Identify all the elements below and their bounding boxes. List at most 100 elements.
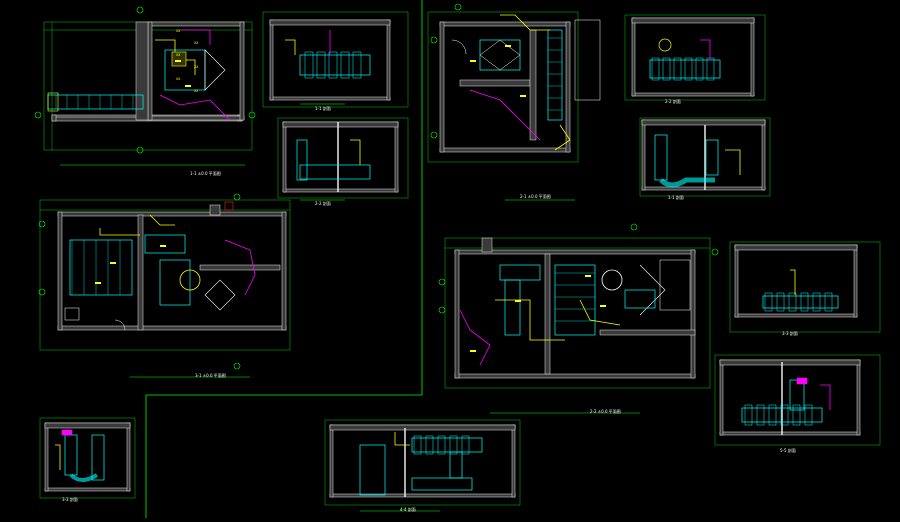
sec-c2-tag xyxy=(796,377,808,385)
plan-c xyxy=(38,193,291,378)
plan-a-label: XX xyxy=(176,29,181,33)
plan-c-fan xyxy=(179,269,201,291)
sec-a1-room-bottom xyxy=(269,96,391,101)
axis-b-left-2 xyxy=(430,131,438,139)
sec-a1-room-left xyxy=(269,19,274,101)
section-a1-title: 1-1 剖面 xyxy=(315,105,331,111)
yellow-tag xyxy=(470,350,476,352)
sec-c2-seg xyxy=(792,404,801,426)
sec-b1-room-left xyxy=(631,17,636,97)
yellow-tag xyxy=(470,60,476,62)
section-c1-title: 3-3 剖面 xyxy=(782,330,798,336)
sec-d1-riser xyxy=(64,434,78,476)
section-views xyxy=(39,11,881,512)
sec-b1-elbow xyxy=(658,38,672,52)
sec-c2-duct xyxy=(741,407,823,423)
plan-a-label: XX xyxy=(194,65,199,69)
plan-a-room-top xyxy=(147,21,245,27)
yellow-tag xyxy=(505,45,511,47)
sec-d2-slab xyxy=(329,424,516,431)
sec-c1-slab xyxy=(734,244,858,251)
sec-a2-duct xyxy=(299,164,371,180)
plan-a-coil xyxy=(171,51,187,67)
section-d2 xyxy=(324,419,521,512)
plan-a-label: XX xyxy=(194,89,199,93)
sec-d2-riser xyxy=(449,451,463,479)
sec-a1-seg xyxy=(352,51,362,79)
yellow-tag xyxy=(515,300,521,302)
plan-b-room-left xyxy=(439,21,445,153)
plan-c-ahu xyxy=(69,239,133,296)
plan-d-column xyxy=(481,237,493,253)
plan-c-red-mark xyxy=(224,201,234,211)
plan-d-dim-frame xyxy=(444,237,711,389)
plan-a-main-duct xyxy=(47,94,144,110)
plan-d-room-bottom xyxy=(454,373,696,379)
plan-b-dim-frame xyxy=(427,11,579,163)
sec-c2-room-left xyxy=(719,359,724,436)
plan-b-door-swing xyxy=(451,39,467,55)
sec-d1-frame xyxy=(39,417,136,499)
plan-d-title: 2-2 ±0.0 平面图 xyxy=(590,408,621,414)
plan-a-intake xyxy=(204,49,226,91)
section-b1-title: 2-2 剖面 xyxy=(665,98,681,104)
sec-c1-room-right xyxy=(853,244,858,318)
axis-b-top xyxy=(454,3,462,11)
plan-b-ahu xyxy=(479,39,521,71)
sec-c2-frame xyxy=(714,354,881,446)
yellow-tag xyxy=(110,262,116,264)
axis-c-bottom xyxy=(233,362,241,370)
sec-c2-riser xyxy=(789,379,805,411)
axis-a-bottom xyxy=(136,146,144,154)
sec-b1-room-bottom xyxy=(631,92,755,97)
axis-c-top xyxy=(233,193,241,201)
sec-c1-seg xyxy=(824,292,833,312)
plan-c-pipe-3 xyxy=(149,214,175,226)
sec-d2-seg xyxy=(425,435,434,455)
sec-b2-riser-2 xyxy=(705,139,719,176)
plan-c-pipe-2 xyxy=(224,239,256,296)
yellow-tag xyxy=(600,305,606,307)
plan-b-pipe-3 xyxy=(554,124,571,151)
section-a2 xyxy=(277,117,409,201)
plan-c-diffuser xyxy=(204,279,236,311)
axis-d-right xyxy=(711,248,719,256)
section-c2-title: 5-5 剖面 xyxy=(780,447,796,453)
plan-b-inner-wall-2 xyxy=(529,29,537,141)
sec-b1-seg xyxy=(706,57,715,81)
plan-c-title: 3-1 ±0.0 平面图 xyxy=(195,372,226,378)
sec-c1-seg xyxy=(800,292,809,312)
sec-b2-room-left xyxy=(641,119,646,191)
yellow-tag xyxy=(185,85,191,87)
plan-a-pipe-3 xyxy=(180,29,211,45)
sec-d2-ahu xyxy=(359,444,386,496)
plan-c-room-right xyxy=(281,211,287,331)
axis-d-left xyxy=(438,278,446,286)
plan-c-room-top xyxy=(57,211,287,217)
sec-b1-pipe xyxy=(700,39,711,60)
sec-a1-pipe xyxy=(285,39,296,55)
axis-a-top xyxy=(136,6,144,14)
yellow-tag xyxy=(585,275,591,277)
plan-c-door xyxy=(114,319,126,331)
sec-a1-seg xyxy=(316,51,326,79)
plan-c-column xyxy=(209,204,221,216)
sec-c1-room-bottom xyxy=(734,313,858,318)
sec-c2-room-bottom xyxy=(719,431,861,436)
sec-a2-pipe xyxy=(350,139,361,165)
plan-d-diffuser xyxy=(639,264,666,316)
plan-a-pipe-2 xyxy=(159,94,231,121)
sec-c2-slab xyxy=(719,359,861,366)
plan-c-branch-2 xyxy=(159,259,191,306)
sec-d2-room-left xyxy=(329,424,334,498)
sec-a2-frame xyxy=(277,117,409,199)
section-a2-title: 2-2 剖面 xyxy=(315,200,331,206)
plan-b xyxy=(427,3,601,201)
yellow-tag xyxy=(175,60,181,62)
sec-b1-seg xyxy=(673,57,682,81)
sec-c2-seg xyxy=(780,404,789,426)
sec-c1-duct xyxy=(762,295,839,309)
sec-d1-elbow xyxy=(69,473,99,482)
